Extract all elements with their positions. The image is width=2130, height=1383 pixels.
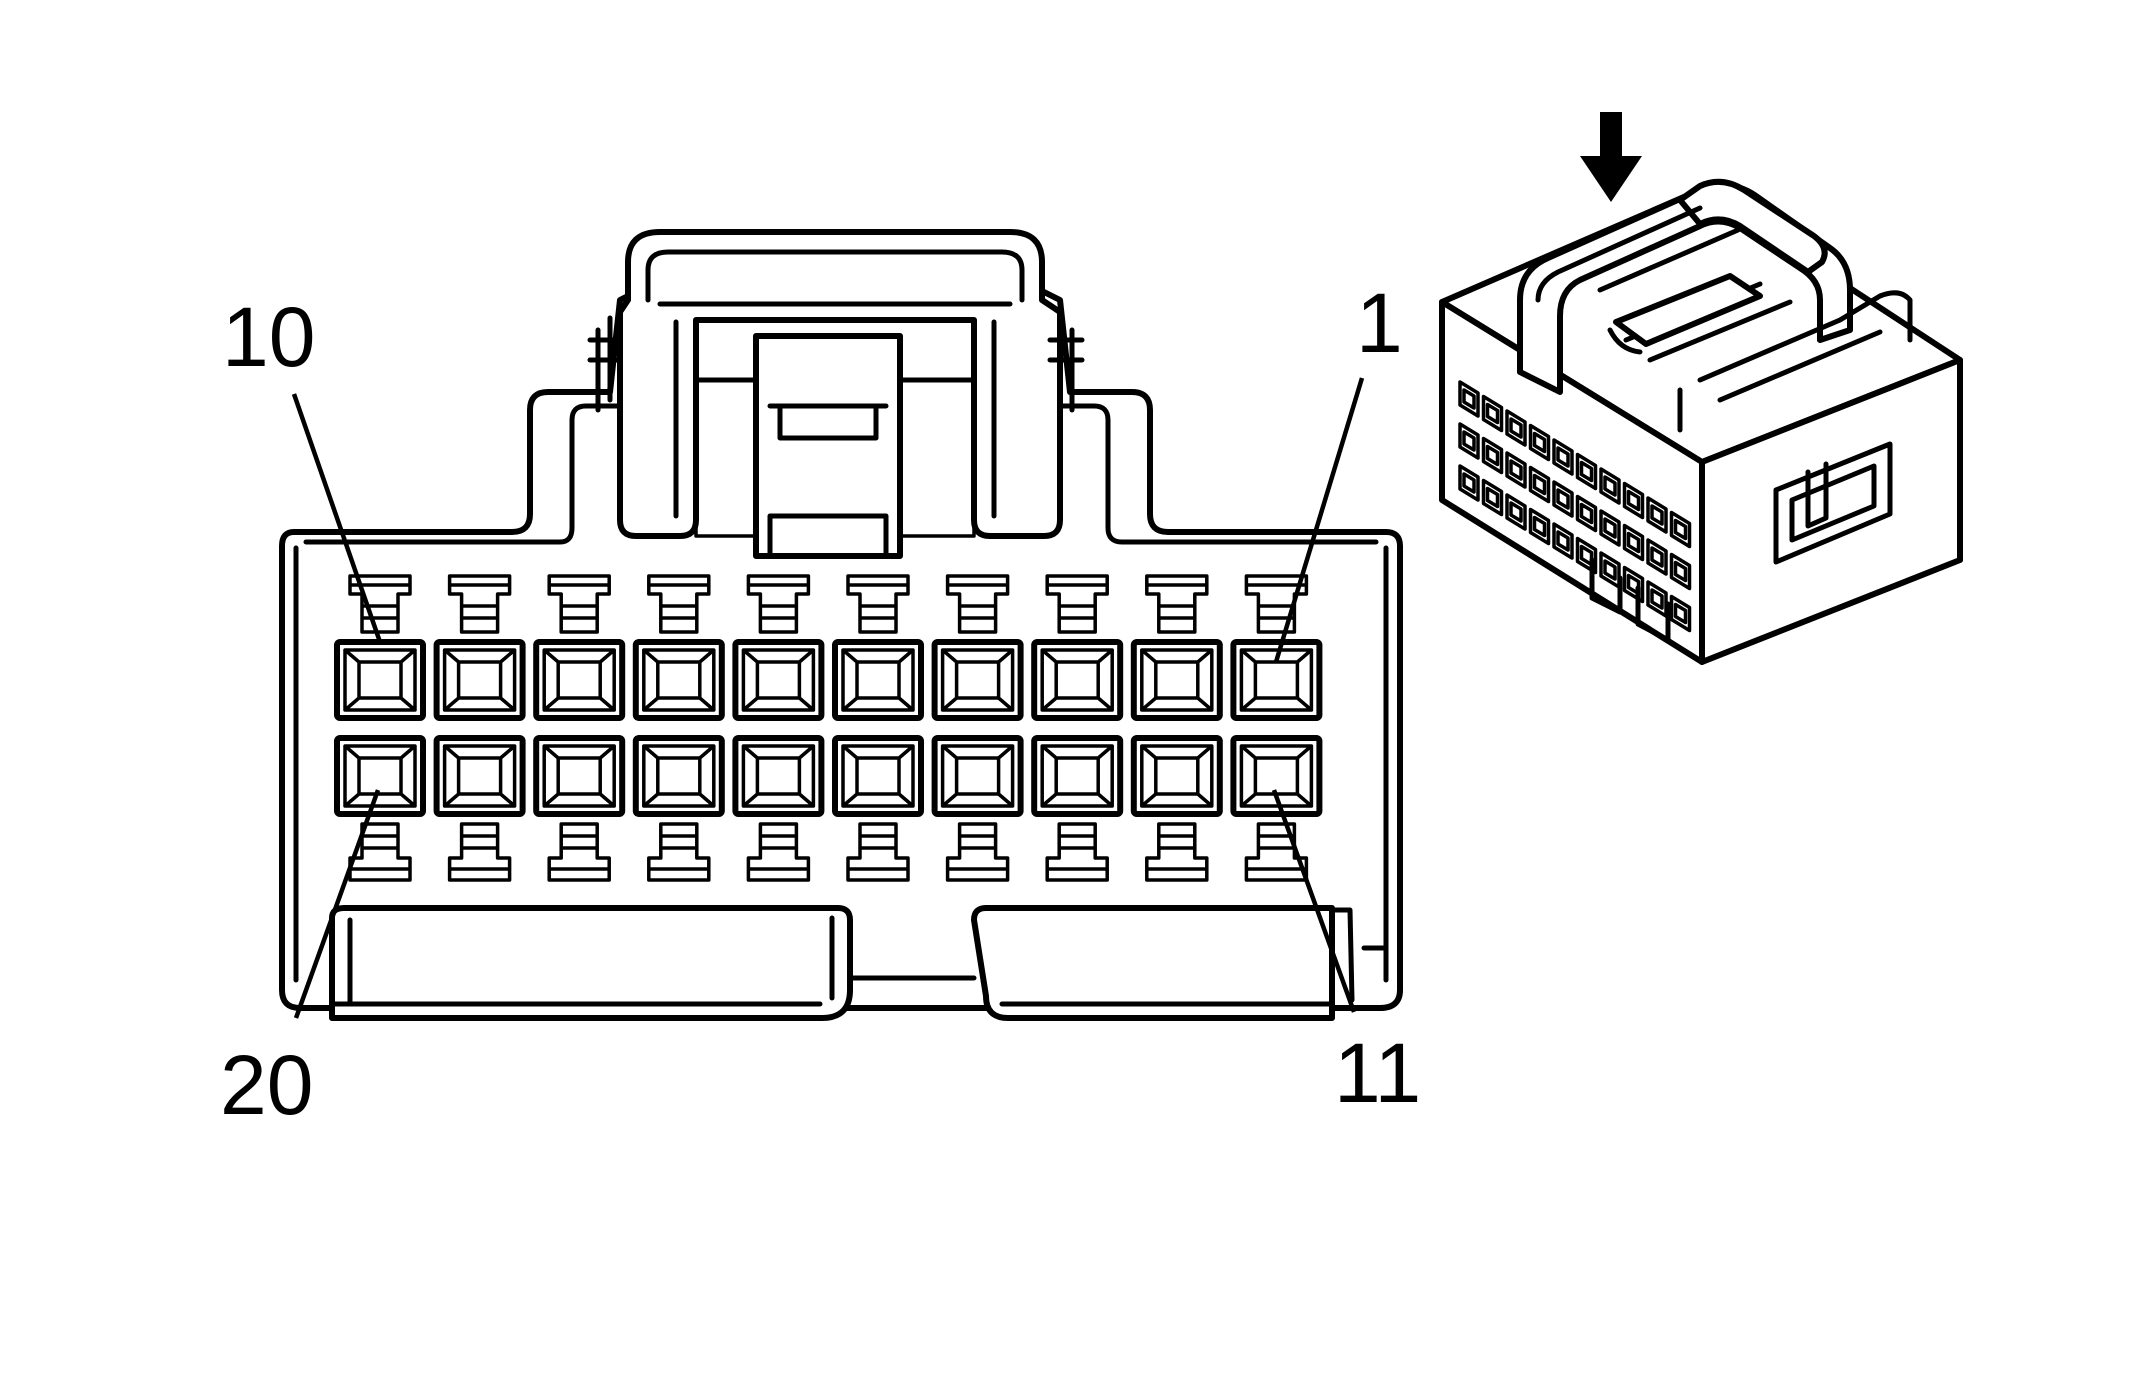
leader-line-pin-20 xyxy=(293,789,381,1019)
pin-cavity xyxy=(732,735,825,817)
iso-pin-cavity xyxy=(1622,523,1645,562)
pin-label-11: 11 xyxy=(1334,1026,1421,1120)
pin-cavity xyxy=(732,639,825,721)
iso-pin-cavity xyxy=(1669,594,1692,633)
latch-lock-tab-detail xyxy=(693,377,977,559)
terminal-clip xyxy=(547,574,611,634)
terminal-clip xyxy=(846,574,910,634)
iso-pin-cavity xyxy=(1458,422,1480,460)
pin-cavity xyxy=(931,639,1024,721)
terminal-clip xyxy=(1145,822,1209,882)
latch-rib-right xyxy=(1047,315,1085,413)
leader-line-pin-1 xyxy=(1273,377,1365,663)
iso-housing-side xyxy=(1699,357,1963,665)
pin-label-10: 10 xyxy=(222,290,315,384)
iso-pin-cavity xyxy=(1599,467,1621,505)
pin-cavity xyxy=(832,639,924,721)
terminal-clip xyxy=(647,574,711,634)
iso-pin-cavity xyxy=(1528,423,1551,462)
down-arrow-icon xyxy=(1580,112,1642,202)
pin-cavity xyxy=(1230,639,1323,721)
iso-side-window xyxy=(1773,441,1893,565)
terminal-clip xyxy=(1244,574,1309,634)
pin-cavity xyxy=(1130,639,1223,721)
iso-pin-cavity xyxy=(1505,409,1527,447)
connector-isometric-view xyxy=(1439,112,1963,665)
leader-line-pin-11 xyxy=(1271,789,1357,1013)
iso-pin-cavity xyxy=(1528,507,1551,546)
latch-lock-tab xyxy=(753,333,903,559)
iso-pin-cavity xyxy=(1528,465,1551,504)
iso-pin-cavity xyxy=(1458,380,1480,418)
terminal-clip-row xyxy=(348,574,1309,882)
iso-pin-cavity xyxy=(1481,478,1504,517)
iso-pin-cavity xyxy=(1622,481,1645,520)
pin-cavity xyxy=(433,639,526,721)
pin-cavity xyxy=(832,735,924,817)
terminal-clip xyxy=(348,574,412,634)
pin-cavity xyxy=(931,735,1024,817)
pin-cavity xyxy=(632,735,725,817)
iso-pin-cavity xyxy=(1669,552,1692,591)
iso-pin-cavity xyxy=(1505,451,1527,489)
terminal-clip xyxy=(447,574,512,634)
terminal-clip xyxy=(846,822,910,882)
iso-bottom-key xyxy=(1589,557,1671,643)
pin-cavity xyxy=(632,639,725,721)
pin-cavity xyxy=(433,735,526,817)
iso-pin-cavity xyxy=(1552,438,1574,476)
connector-front-face: 10 1 20 11 xyxy=(220,229,1421,1132)
latch-rib-left xyxy=(587,315,623,413)
bottom-skirt-right xyxy=(971,905,1335,1021)
latch-inner-line-2 xyxy=(657,301,1013,519)
pin-cavity xyxy=(533,639,626,721)
iso-pin-cavity xyxy=(1458,464,1480,502)
leader-line-pin-10 xyxy=(291,393,383,643)
latch-outer xyxy=(617,229,1063,539)
pin-cavity xyxy=(1130,735,1223,817)
terminal-clip xyxy=(647,822,711,882)
iso-pin-cavity xyxy=(1575,452,1598,491)
pin-label-20: 20 xyxy=(220,1038,313,1132)
cavity-grid xyxy=(334,639,1323,817)
terminal-clip xyxy=(746,822,811,882)
iso-pin-cavity xyxy=(1669,510,1692,549)
pin-label-1: 1 xyxy=(1356,276,1403,370)
terminal-clip xyxy=(1045,574,1109,634)
iso-pin-cavity xyxy=(1599,509,1621,547)
pin-cavity xyxy=(334,735,426,817)
pin-cavity xyxy=(533,735,626,817)
terminal-clip xyxy=(746,574,811,634)
iso-lock-plate xyxy=(1613,273,1763,347)
terminal-clip xyxy=(1045,822,1109,882)
iso-pin-cavity xyxy=(1481,436,1504,475)
bottom-skirt-lines xyxy=(329,907,1387,1007)
pin-cavity xyxy=(1031,639,1124,721)
iso-pin-cavity xyxy=(1575,494,1598,533)
terminal-clip xyxy=(348,822,412,882)
iso-cavity-grid xyxy=(1458,380,1692,633)
pin-cavity xyxy=(1230,735,1323,817)
terminal-clip xyxy=(447,822,512,882)
terminal-clip xyxy=(1145,574,1209,634)
iso-latch-ridge xyxy=(1677,178,1828,275)
pin-cavity xyxy=(334,639,426,721)
latch-inner-line xyxy=(645,249,1025,303)
iso-pin-cavity xyxy=(1552,480,1574,518)
housing-inner-outline xyxy=(293,403,1389,983)
iso-pin-cavity xyxy=(1552,522,1574,560)
terminal-clip xyxy=(945,574,1010,634)
iso-pin-cavity xyxy=(1646,496,1668,534)
iso-pin-cavity xyxy=(1646,538,1668,576)
terminal-clip xyxy=(547,822,611,882)
terminal-clip xyxy=(945,822,1010,882)
iso-pin-cavity xyxy=(1505,493,1527,531)
iso-pin-cavity xyxy=(1481,394,1504,433)
pin-cavity xyxy=(1031,735,1124,817)
